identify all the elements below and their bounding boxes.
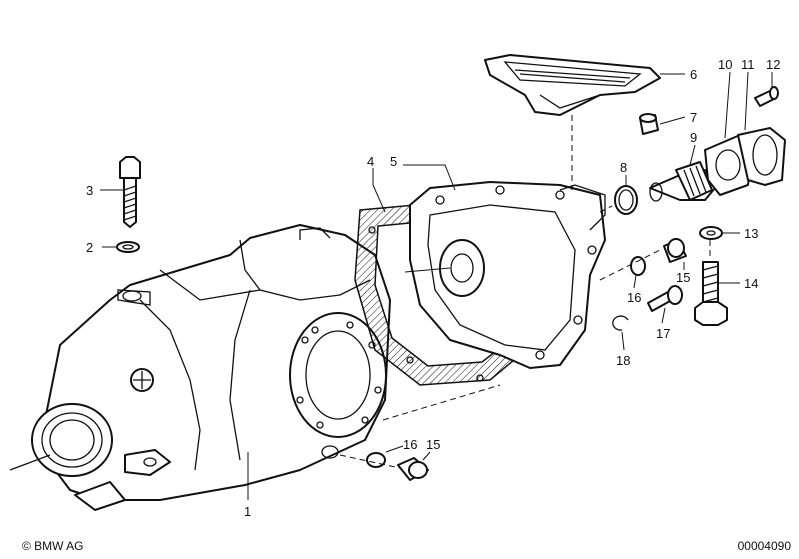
callout-4: 4 bbox=[367, 154, 374, 169]
leader-lines bbox=[100, 71, 773, 500]
callout-3: 3 bbox=[86, 183, 93, 198]
plug-part-15-lower bbox=[397, 457, 429, 481]
rubber-mount-part-6 bbox=[484, 54, 661, 190]
assembly-lines bbox=[339, 205, 711, 469]
callout-10: 10 bbox=[718, 57, 732, 72]
hex-bolt-part-3 bbox=[119, 156, 141, 228]
washer-part-13 bbox=[699, 226, 723, 240]
callout-16-lower: 16 bbox=[403, 437, 417, 452]
callout-18: 18 bbox=[616, 353, 630, 368]
seal-ring-part-16-upper bbox=[630, 256, 646, 276]
rear-cover-part-5 bbox=[404, 181, 606, 369]
callout-13: 13 bbox=[744, 226, 758, 241]
callout-6: 6 bbox=[690, 67, 697, 82]
snap-ring-part-8 bbox=[614, 185, 638, 215]
seal-ring-part-16-lower bbox=[366, 452, 386, 468]
callout-11: 11 bbox=[741, 57, 755, 72]
screw-part-17 bbox=[647, 285, 683, 312]
washer-part-2 bbox=[116, 241, 140, 253]
callout-8: 8 bbox=[620, 160, 627, 175]
callout-2: 2 bbox=[86, 240, 93, 255]
callout-15-lower: 15 bbox=[426, 437, 440, 452]
callout-5: 5 bbox=[390, 154, 397, 169]
differential-housing bbox=[9, 224, 391, 511]
screw-part-12 bbox=[754, 86, 779, 107]
callout-12: 12 bbox=[766, 57, 780, 72]
callout-labels: 1 2 3 4 5 6 7 8 9 10 11 12 13 14 15 16 1… bbox=[86, 57, 780, 519]
drive-flange-part-9 bbox=[649, 161, 716, 202]
mounting-sleeve-part-11 bbox=[737, 127, 786, 186]
callout-1: 1 bbox=[244, 504, 251, 519]
copyright-notice: © BMW AG bbox=[22, 539, 84, 553]
callout-14: 14 bbox=[744, 276, 758, 291]
flange-plate-part-10 bbox=[704, 134, 753, 196]
bolt-part-14 bbox=[694, 261, 728, 326]
screw-part-7 bbox=[639, 113, 659, 135]
callout-9: 9 bbox=[690, 130, 697, 145]
callout-7: 7 bbox=[690, 110, 697, 125]
circlip-part-18 bbox=[612, 315, 629, 331]
callout-16-upper: 16 bbox=[627, 290, 641, 305]
callout-17: 17 bbox=[656, 326, 670, 341]
plug-part-15-upper bbox=[663, 238, 687, 263]
callout-15-upper: 15 bbox=[676, 270, 690, 285]
document-number: 00004090 bbox=[737, 539, 791, 553]
